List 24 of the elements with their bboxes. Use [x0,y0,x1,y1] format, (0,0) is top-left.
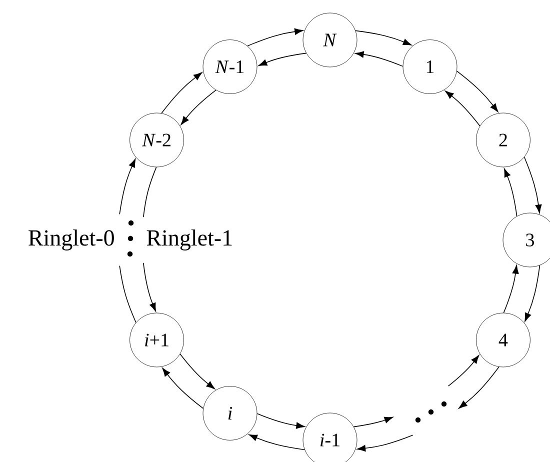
ring-label: Ringlet-1 [146,230,232,250]
arrow [456,70,498,112]
arrow [119,158,136,215]
arrow [504,168,518,217]
arrow [161,72,202,114]
arrow [448,355,480,386]
arrow [353,416,394,428]
arrow [143,262,156,312]
arrow [524,156,542,214]
arrow [355,51,404,67]
arrow [445,90,480,126]
arrow [180,90,216,125]
arrow [458,366,500,409]
arrow [524,264,540,322]
arrow [247,28,304,46]
arrow [256,413,305,429]
ring-label: Ringlet-0 [28,230,114,250]
arrow [162,368,204,409]
arrow [248,434,305,450]
arrow [258,52,307,66]
arrow [503,265,519,314]
arrow [356,434,414,452]
arrow [355,30,412,46]
arrow [180,354,215,390]
